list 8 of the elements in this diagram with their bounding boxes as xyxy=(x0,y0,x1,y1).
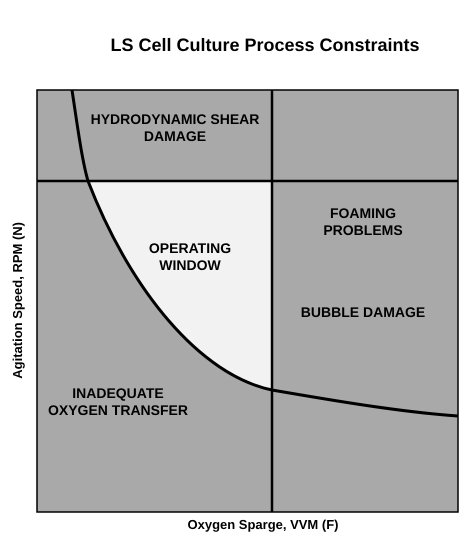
chart-title: LS Cell Culture Process Constraints xyxy=(109,34,421,56)
region-label: FOAMING PROBLEMS xyxy=(322,204,404,240)
y-axis-label: Agitation Speed, RPM (N) xyxy=(10,222,26,378)
region-label: OPERATING WINDOW xyxy=(148,240,232,274)
region-label: HYDRODYNAMIC SHEAR DAMAGE xyxy=(90,110,260,146)
region-label: BUBBLE DAMAGE xyxy=(300,304,426,322)
x-axis-label: Oxygen Sparge, VVM (F) xyxy=(186,517,340,534)
region-label: INADEQUATE OXYGEN TRANSFER xyxy=(46,384,189,420)
